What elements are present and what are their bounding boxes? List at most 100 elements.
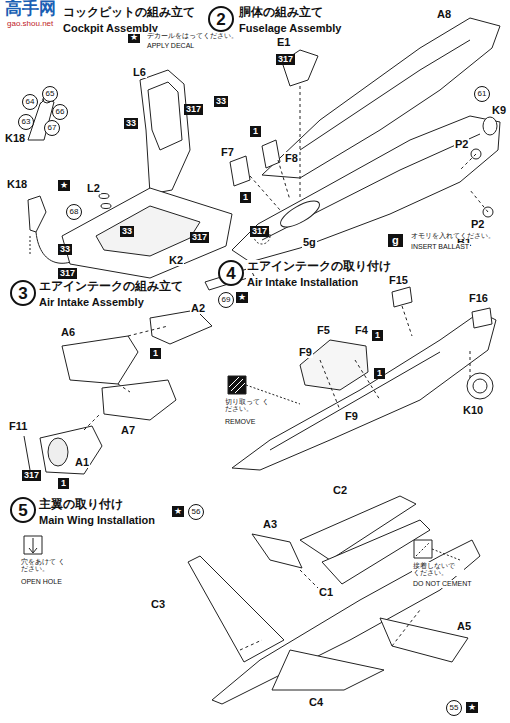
part-name: F11 [8, 420, 28, 432]
decal-number: 67 [44, 120, 60, 136]
part-name: P2 [470, 218, 485, 230]
node-text: ★ [174, 507, 182, 516]
step-number: 5 [10, 497, 36, 523]
node-text: 1 [153, 349, 158, 358]
note-text: OPEN HOLE [20, 578, 63, 586]
paint-code-box: 317 [22, 470, 41, 481]
node-text: ★ [468, 703, 476, 712]
decal-number: 69 [218, 292, 234, 308]
part-name: K18 [4, 132, 26, 144]
node-text: 33 [126, 119, 136, 128]
decal-number: 65 [42, 86, 58, 102]
node-text: 4 [226, 265, 235, 282]
decal-mark: ★ [58, 180, 70, 191]
node-text: 33 [216, 97, 226, 106]
part-name: A6 [60, 326, 76, 338]
paint-code-box: 317 [190, 232, 209, 243]
node-text: 317 [186, 105, 201, 114]
paint-code-box: 317 [58, 268, 77, 279]
decal-mark: ★ [172, 506, 184, 517]
node-text: 67 [48, 124, 57, 132]
part-name: L2 [86, 182, 101, 194]
node-text: 1 [253, 127, 258, 136]
node-text: 33 [122, 227, 132, 236]
part-name: Main Wing Installation [38, 514, 156, 526]
node-text: ★ [130, 33, 138, 42]
paint-code-box: 33 [58, 244, 72, 255]
part-name: C4 [308, 696, 324, 708]
step-number: 3 [10, 280, 36, 306]
paint-code-box: 33 [120, 226, 134, 237]
node-text: 317 [192, 233, 207, 242]
step-title: 主翼の取り付け [38, 498, 124, 511]
part-name: Cockpit Assembly [62, 22, 159, 34]
part-name: F4 [354, 324, 369, 336]
part-name: C1 [318, 586, 334, 598]
note-text: 穴をあけて ください。 [20, 558, 68, 572]
part-name: 5g [302, 236, 317, 248]
note-text: 接着しないで ください。 [412, 562, 464, 576]
part-name: C3 [150, 598, 166, 610]
step-number: 2 [208, 6, 234, 32]
part-name: A1 [74, 456, 90, 468]
part-name: Air Intake Assembly [38, 296, 145, 308]
part-name: L6 [132, 66, 147, 78]
note-text: DO NOT CEMENT [412, 580, 473, 588]
node-text: 69 [222, 296, 231, 304]
step-title: コックピットの組み立て [62, 6, 196, 19]
note-text: オモリを入れてください。 [410, 232, 496, 239]
step-title: 高手网 [4, 0, 57, 19]
part-name: A2 [190, 302, 206, 314]
paint-code-box: 1 [150, 348, 161, 359]
part-name: P2 [454, 138, 469, 150]
paint-code-box: 1 [240, 192, 251, 203]
part-name: F16 [468, 292, 489, 304]
node-text: 64 [26, 98, 35, 106]
paint-code-box: 317 [276, 54, 295, 65]
part-name: E1 [276, 36, 291, 48]
node-text: 55 [450, 704, 459, 712]
part-name: F8 [284, 152, 299, 164]
part-name: F15 [388, 274, 409, 286]
note-text: INSERT BALLAST [410, 243, 470, 251]
node-text: 317 [252, 227, 267, 236]
decal-number: 68 [66, 204, 82, 220]
step-title: 胴体の組み立て [238, 6, 324, 19]
step-title: エアインテークの組み立て [38, 280, 184, 293]
ballast-mark: g [388, 234, 403, 247]
step-title: エアインテークの取り付け [246, 260, 392, 273]
node-text: 1 [243, 193, 248, 202]
node-text: g [392, 235, 399, 246]
node-text: 317 [24, 471, 39, 480]
decal-number: 64 [22, 94, 38, 110]
node-text: 317 [60, 269, 75, 278]
note-text: デカールをはってください。 [146, 32, 239, 40]
node-text: 63 [22, 118, 31, 126]
paint-code-box: 33 [214, 96, 228, 107]
node-text: 65 [46, 90, 55, 98]
note-text: REMOVE [224, 418, 256, 426]
part-name: F9 [344, 410, 359, 422]
part-name: A7 [120, 424, 136, 436]
node-text: 68 [70, 208, 79, 216]
step-number: 4 [218, 260, 244, 286]
node-text: 56 [192, 508, 201, 516]
part-name: F9 [298, 346, 313, 358]
node-text: 2 [216, 11, 225, 28]
decal-mark: ★ [236, 292, 248, 303]
decal-mark: ★ [466, 702, 478, 713]
paint-code-box: 33 [124, 118, 138, 129]
node-text: 66 [56, 108, 65, 116]
part-name: C2 [332, 484, 348, 496]
node-text: 1 [377, 369, 382, 378]
decal-number: 55 [446, 700, 462, 716]
node-text: 317 [278, 55, 293, 64]
part-name: Air Intake Installation [246, 276, 359, 288]
paint-code-box: 1 [374, 368, 385, 379]
decal-number: 66 [52, 104, 68, 120]
paint-code-box: 1 [58, 478, 69, 489]
part-name: K2 [168, 254, 184, 266]
part-name: A8 [436, 8, 452, 20]
